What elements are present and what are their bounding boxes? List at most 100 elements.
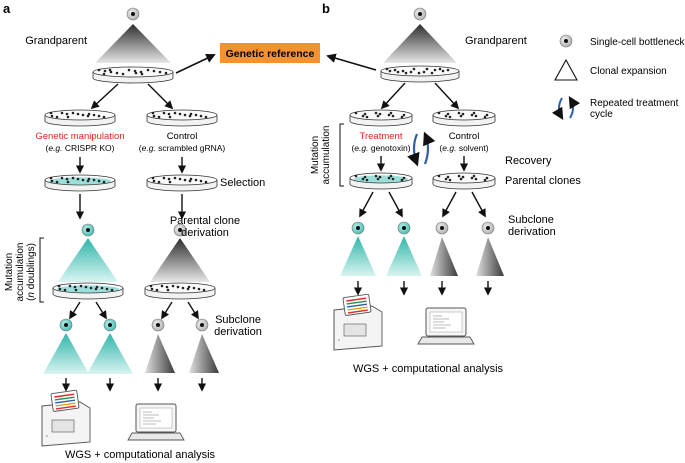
control-label: Control — [167, 131, 198, 142]
subclone-derivation-label: derivation — [214, 326, 262, 338]
solvent-example-label: (e.g. solvent) — [439, 143, 488, 153]
arrow — [175, 53, 216, 74]
bracket — [339, 123, 344, 187]
legend-repeated-label: Repeated treatment — [590, 98, 679, 109]
laptop-icon — [127, 403, 185, 441]
triangle-icon — [150, 238, 210, 282]
single-cell-icon — [435, 221, 449, 235]
genetic-manipulation-label: Genetic manipulation — [35, 131, 124, 142]
subclone-label: Subclone — [215, 314, 261, 326]
triangle-icon — [95, 24, 171, 63]
subclone-label-b: Subclone — [508, 214, 554, 226]
panel-a-letter: a — [3, 1, 11, 16]
petri-dish-icon — [92, 66, 174, 84]
petri-dish-icon — [44, 109, 116, 127]
wgs-label-a: WGS + computational analysis — [65, 449, 216, 461]
arrow — [90, 83, 119, 110]
arrow — [187, 301, 199, 320]
accumulation-label: accumulation — [15, 243, 26, 302]
petri-dish-icon — [52, 282, 124, 300]
sequencer-icon — [41, 389, 91, 447]
single-cell-icon — [397, 221, 411, 235]
triangle-icon — [189, 334, 219, 373]
petri-dish-icon — [146, 174, 218, 192]
mutation-accumulation-b: Mutation accumulation — [310, 126, 332, 185]
genotoxin-example-label: (e.g. genotoxin) — [351, 143, 410, 153]
triangle-icon — [430, 237, 458, 276]
arrow — [147, 83, 174, 110]
single-cell-icon — [351, 221, 365, 235]
grandparent-label: Grandparent — [25, 35, 87, 47]
petri-dish-icon — [349, 109, 413, 127]
triangle-icon — [43, 333, 89, 374]
control-label-b: Control — [449, 131, 480, 142]
arrow — [95, 301, 107, 320]
triangle-icon — [145, 334, 175, 373]
legend-single-cell-label: Single-cell bottleneck — [590, 37, 685, 48]
single-cell-icon — [126, 7, 140, 21]
panel-a: Grandparent Genetic manipulation (e.g. C… — [4, 7, 265, 461]
parental-clone-label: Parental clone — [170, 215, 240, 227]
petri-dish-icon — [144, 282, 216, 300]
sequencer-icon — [333, 293, 383, 351]
petri-dish-icon — [380, 65, 460, 83]
legend-clonal-expansion-label: Clonal expansion — [590, 66, 667, 77]
petri-dish-icon — [44, 174, 116, 192]
accumulation-label-b: accumulation — [321, 126, 332, 185]
single-cell-icon — [413, 7, 427, 21]
subclone-derivation-label-b: derivation — [508, 226, 556, 238]
triangle-icon — [386, 236, 422, 276]
arrow — [434, 82, 460, 110]
genetic-reference-background — [220, 43, 320, 63]
mutation-label-b: Mutation — [310, 136, 321, 174]
petri-dish-icon — [349, 172, 413, 190]
single-cell-icon — [481, 221, 495, 235]
treatment-label: Treatment — [360, 131, 403, 142]
bracket — [39, 237, 44, 303]
arrow — [442, 191, 457, 218]
legend: Single-cell bottleneck Clonal expansion … — [551, 34, 685, 121]
crispr-example-label: (e.g. CRISPR KO) — [46, 143, 115, 153]
laptop-icon — [417, 307, 475, 345]
arrow — [69, 301, 81, 320]
legend-cycle-label: cycle — [590, 109, 613, 120]
repeated-cycle-icon — [407, 131, 436, 167]
triangle-icon — [340, 236, 376, 276]
panel-b-letter: b — [322, 1, 330, 16]
arrow — [359, 191, 374, 218]
single-cell-icon — [59, 318, 73, 332]
genetic-reference-label: Genetic reference — [226, 48, 315, 60]
single-cell-icon — [559, 34, 573, 48]
triangle-icon — [87, 333, 133, 374]
single-cell-icon — [173, 223, 187, 237]
arrow — [161, 301, 173, 320]
genetic-reference-box: Genetic reference — [220, 43, 320, 63]
parental-clones-label: Parental clones — [505, 175, 581, 187]
parental-clone-derivation-label: derivation — [181, 227, 229, 239]
scrambled-example-label: (e.g. scrambled gRNA) — [139, 143, 226, 153]
grandparent-label-b: Grandparent — [465, 35, 527, 47]
single-cell-icon — [151, 318, 165, 332]
selection-label: Selection — [220, 177, 265, 189]
petri-dish-icon — [432, 109, 496, 127]
doublings-label: (n doublings) — [26, 243, 37, 301]
arrow — [326, 53, 377, 71]
wgs-label-b: WGS + computational analysis — [353, 363, 504, 375]
petri-dish-icon — [146, 109, 218, 127]
single-cell-icon — [81, 223, 95, 237]
arrow — [380, 82, 406, 110]
arrow — [471, 191, 486, 218]
repeated-cycle-icon — [551, 95, 581, 121]
petri-dish-icon — [432, 172, 496, 190]
mutation-label: Mutation — [4, 253, 15, 291]
arrow — [388, 191, 403, 218]
triangle-icon — [383, 24, 457, 63]
triangle-icon — [476, 237, 504, 276]
recovery-label: Recovery — [505, 155, 552, 167]
panel-b: Grandparent Treatment (e.g. genotoxin) C… — [310, 7, 581, 375]
mutation-accumulation-a: Mutation accumulation (n doublings) — [4, 243, 37, 302]
single-cell-icon — [195, 318, 209, 332]
triangle-icon — [58, 238, 118, 282]
